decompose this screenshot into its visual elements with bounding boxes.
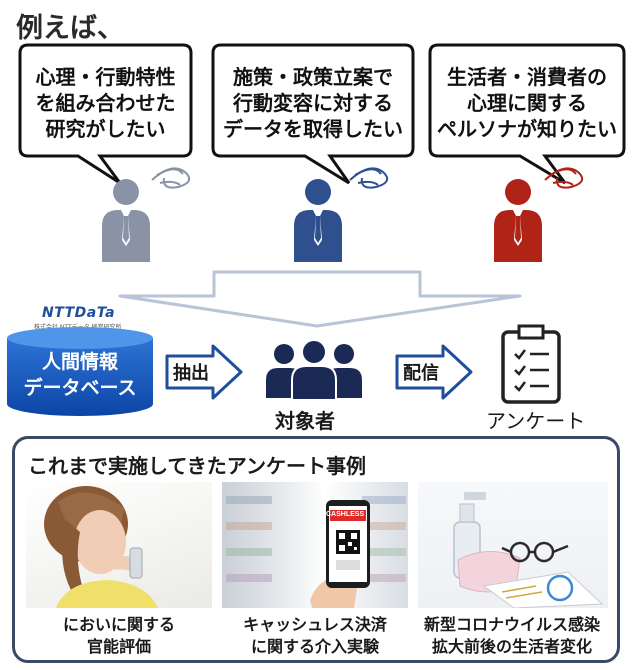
swirl-icon bbox=[151, 167, 191, 189]
person-icon bbox=[494, 179, 542, 262]
bubble-3-line-3: ペルソナが知りたい bbox=[437, 117, 617, 141]
extract-label: 抽出 bbox=[173, 363, 209, 384]
person-icon bbox=[294, 179, 342, 262]
bubble-3-text: 生活者・消費者の 心理に関する ペルソナが知りたい bbox=[430, 64, 624, 142]
bubble-2-line-2: 行動変容に対する bbox=[233, 91, 393, 115]
bubble-3-line-2: 心理に関する bbox=[467, 91, 587, 115]
bubble-3-line-1: 生活者・消費者の bbox=[447, 65, 607, 89]
nttdata-logo: NTTDaTa bbox=[42, 305, 116, 321]
case-2-line-1: キャッシュレス決済 bbox=[243, 615, 387, 634]
down-arrow-icon bbox=[118, 270, 522, 328]
bubble-1-line-3: 研究がしたい bbox=[45, 117, 166, 141]
group-icon bbox=[266, 339, 362, 401]
case-3-line-2: 拡大前後の生活者変化 bbox=[431, 637, 592, 656]
case-caption-1: においに関する 官能評価 bbox=[26, 614, 212, 658]
cashless-phone-illustration bbox=[226, 496, 406, 608]
bubble-2-line-3: データを取得したい bbox=[223, 117, 403, 141]
speech-bubble-1 bbox=[18, 43, 193, 185]
deliver-label: 配信 bbox=[403, 363, 439, 384]
case-photo-smell bbox=[26, 482, 212, 608]
clipboard-icon bbox=[501, 324, 561, 404]
case-studies-heading: これまで実施してきたアンケート事例 bbox=[28, 454, 366, 478]
bubble-2-line-1: 施策・政策立案で bbox=[233, 65, 393, 89]
swirl-icon bbox=[349, 167, 389, 189]
survey-label: アンケート bbox=[486, 409, 586, 433]
database-label-line1: 人間情報 bbox=[41, 351, 118, 373]
speech-bubble-3 bbox=[428, 43, 626, 185]
target-label: 対象者 bbox=[275, 409, 335, 433]
speech-bubble-2 bbox=[211, 43, 415, 185]
bubble-2-text: 施策・政策立案で 行動変容に対する データを取得したい bbox=[213, 64, 413, 142]
swirl-icon bbox=[544, 167, 584, 189]
case-photo-covid bbox=[418, 482, 608, 608]
database-icon bbox=[7, 327, 153, 416]
bubble-1-line-2: を組み合わせた bbox=[35, 91, 176, 115]
person-icon bbox=[102, 179, 150, 262]
case-2-line-2: に関する介入実験 bbox=[250, 637, 379, 656]
extract-arrow-icon bbox=[165, 344, 243, 400]
persona-figures bbox=[102, 167, 584, 262]
deliver-arrow-icon bbox=[395, 344, 473, 400]
phone-screen-text: CASHLESS bbox=[326, 511, 365, 518]
database-label-line2: データベース bbox=[23, 377, 137, 399]
case-caption-2: キャッシュレス決済 に関する介入実験 bbox=[222, 614, 408, 658]
case-caption-3: 新型コロナウイルス感染 拡大前後の生活者変化 bbox=[410, 614, 614, 658]
bubble-1-line-1: 心理・行動特性 bbox=[35, 65, 176, 89]
speech-bubbles bbox=[18, 43, 626, 185]
covid-items-illustration bbox=[453, 492, 604, 608]
intro-title: 例えば、 bbox=[16, 13, 124, 44]
case-photo-cashless bbox=[222, 482, 408, 608]
case-studies-panel bbox=[12, 436, 620, 663]
case-1-line-2: 官能評価 bbox=[86, 637, 151, 656]
case-3-line-1: 新型コロナウイルス感染 bbox=[423, 615, 600, 634]
bubble-1-text: 心理・行動特性 を組み合わせた 研究がしたい bbox=[20, 64, 191, 142]
woman-smelling-illustration bbox=[44, 486, 158, 608]
case-1-line-1: においに関する bbox=[62, 615, 175, 634]
